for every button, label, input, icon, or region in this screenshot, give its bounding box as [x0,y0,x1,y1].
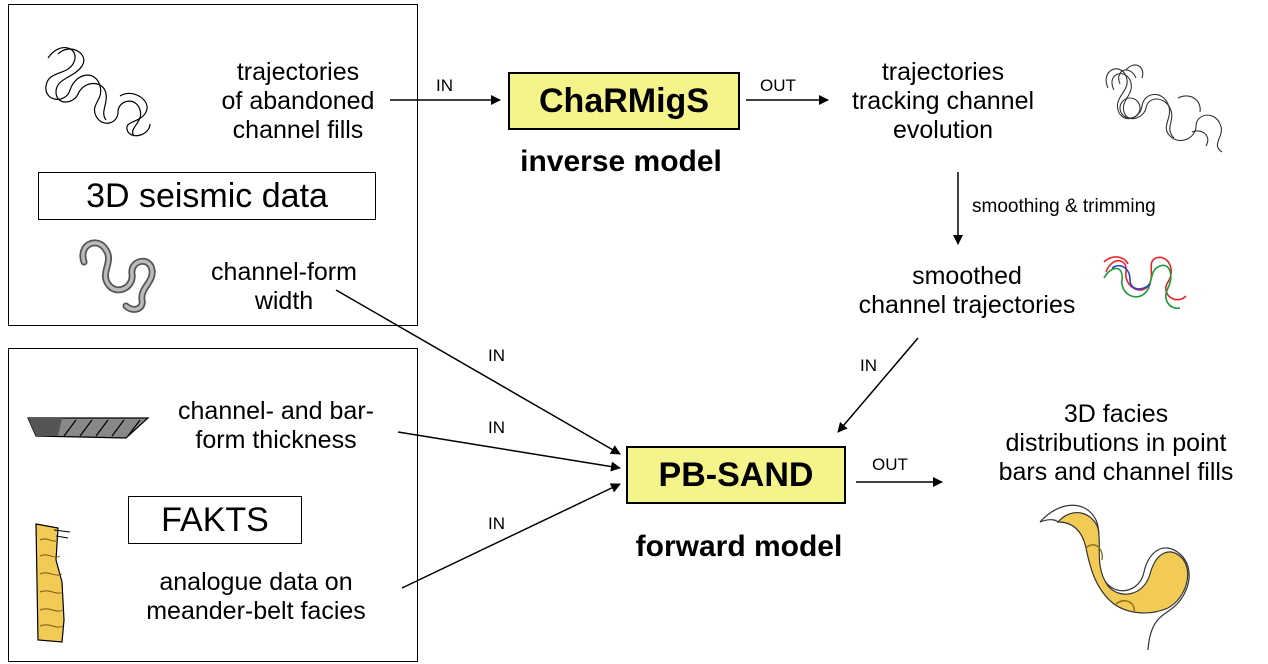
forward-model-caption: forward model [635,530,843,563]
analogue-log-icon [35,523,71,643]
arrow-smoothed-to-pbsand [837,337,919,433]
facies-3d-icon [1039,504,1190,651]
smoothed-trajectories-label: smoothed channel trajectories [858,262,1076,319]
abandoned-fills-icon [45,47,151,137]
in-label-thickness: IN [488,418,505,437]
fakts-title: FAKTS [128,496,302,544]
in-label-smoothed: IN [860,356,877,375]
charmigs-model-box: ChaRMigS [508,72,740,130]
seismic-title: 3D seismic data [38,172,376,220]
pbsand-model-box: PB-SAND [626,446,846,504]
out-label-charmigs: OUT [760,76,796,95]
thickness-label: channel- and bar- form thickness [178,397,374,454]
smoothed-trajectories-icon [1103,256,1187,310]
out-label-pbsand: OUT [872,455,908,474]
in-label-width: IN [488,346,505,365]
arrow-thickness-to-pbsand [397,431,621,472]
arrow-width-to-pbsand [335,289,621,455]
in-label-analogue: IN [488,514,505,533]
seismic-panel [8,4,418,326]
in-label-charmigs: IN [436,76,453,95]
analogue-label: analogue data on meander-belt facies [146,568,366,625]
thickness-icon [27,417,150,439]
tracking-evolution-label: trajectories tracking channel evolution [851,58,1035,144]
smoothing-step-label: smoothing & trimming [972,196,1156,217]
inverse-model-caption: inverse model [520,145,722,178]
abandoned-fills-label: trajectories of abandoned channel fills [221,58,375,144]
channel-evolution-icon [1105,64,1223,153]
arrow-analogue-to-pbsand [401,483,621,589]
facies-distributions-label: 3D facies distributions in point bars an… [998,400,1234,486]
channel-width-label: channel-form width [211,258,357,315]
